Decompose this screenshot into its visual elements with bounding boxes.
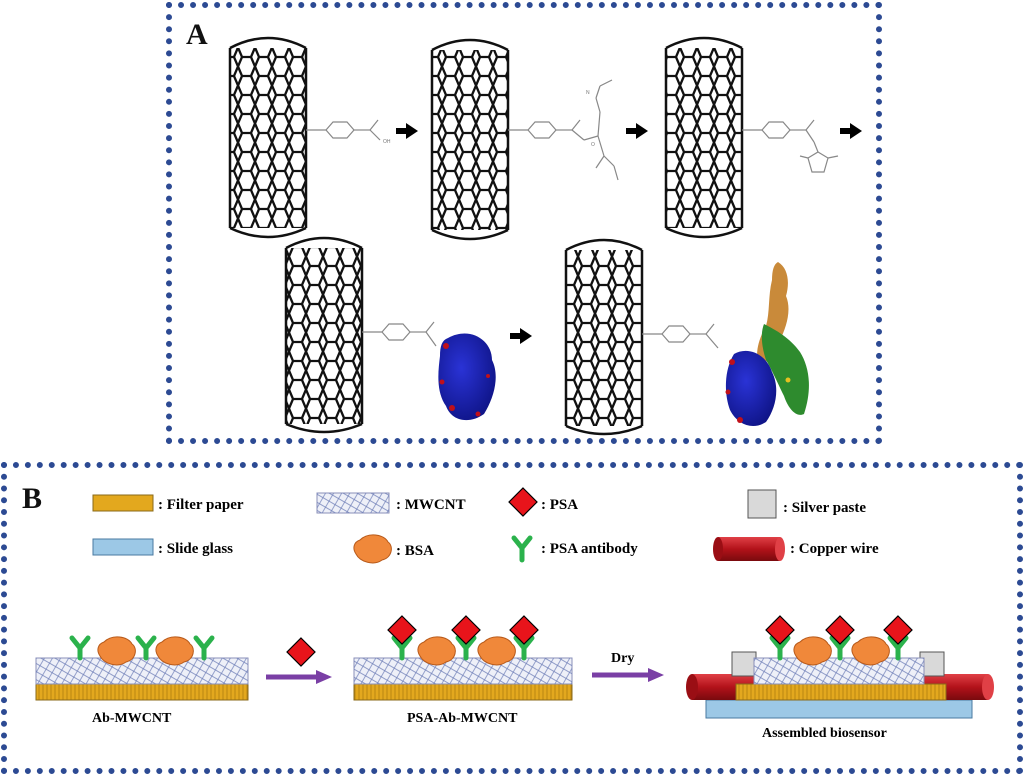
legend-psa-text: : PSA xyxy=(541,497,578,513)
reaction-arrow-3 xyxy=(840,123,862,139)
legend-filter-paper-text: : Filter paper xyxy=(158,497,244,513)
reaction-arrow-1 xyxy=(396,123,418,139)
psa-antibody-legend-icon xyxy=(511,535,533,563)
chem-label-o-1: O xyxy=(591,142,595,148)
linker-group-4 xyxy=(362,321,437,347)
reaction-arrow-2 xyxy=(626,123,648,139)
caption-ab-mwcnt: Ab-MWCNT xyxy=(92,711,172,726)
legend-mwcnt-text: : MWCNT xyxy=(396,497,466,513)
mwcnt-legend-texture xyxy=(317,493,389,513)
edc-intermediate-group xyxy=(508,79,619,181)
legend-slide-glass-text: : Slide glass xyxy=(158,541,233,557)
hydroxyl-label: OH xyxy=(383,139,391,145)
caption-psa-ab-mwcnt: PSA-Ab-MWCNT xyxy=(407,711,518,726)
panel-b-label: B xyxy=(22,482,43,515)
legend-bsa-text: : BSA xyxy=(396,543,434,559)
nhs-ester-group xyxy=(742,119,839,173)
nanotube-3 xyxy=(664,36,744,239)
carboxyphenyl-group-1 xyxy=(306,119,381,141)
legend-copper-wire-text: : Copper wire xyxy=(790,541,879,557)
panel-a-label: A xyxy=(186,18,208,51)
dry-step-label: Dry xyxy=(611,651,634,666)
stage-psa-ab-mwcnt xyxy=(353,615,573,701)
antibody-psa-complex xyxy=(725,262,809,426)
chem-label-n-1: N xyxy=(586,90,590,96)
bsa-legend-blob xyxy=(353,534,392,564)
silver-paste-legend-swatch xyxy=(747,489,777,519)
stage-ab-mwcnt xyxy=(35,635,249,701)
stage-assembled-biosensor xyxy=(686,615,994,719)
legend-silver-paste-text: : Silver paste xyxy=(783,500,866,516)
panel-b-frame xyxy=(1,462,1023,774)
add-psa-arrow xyxy=(266,637,332,684)
caption-assembled-biosensor: Assembled biosensor xyxy=(762,726,887,741)
antibody-protein-1 xyxy=(438,333,496,421)
nanotube-4 xyxy=(284,236,364,434)
reaction-arrow-4 xyxy=(510,328,532,344)
dry-arrow xyxy=(592,668,664,682)
linker-group-5 xyxy=(642,323,719,349)
nanotube-2 xyxy=(430,38,510,241)
copper-wire-legend-icon xyxy=(713,537,785,561)
filter-paper-legend-swatch xyxy=(92,494,154,512)
panel-a-frame xyxy=(166,2,882,444)
psa-legend-diamond xyxy=(508,487,538,517)
slide-glass-legend-swatch xyxy=(92,538,154,556)
nanotube-1 xyxy=(228,36,308,239)
nanotube-5 xyxy=(564,238,644,436)
legend-psa-antibody-text: : PSA antibody xyxy=(541,541,638,557)
